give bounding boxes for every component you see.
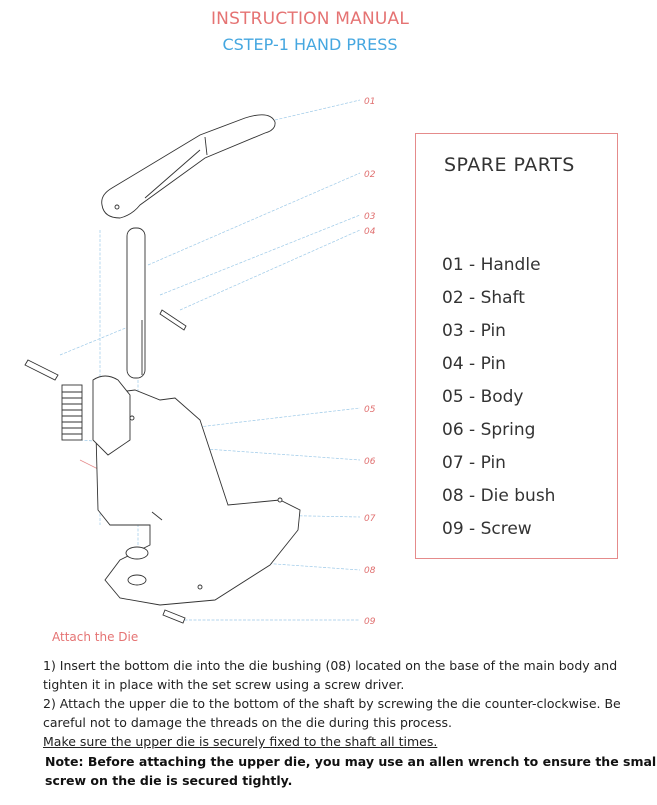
part-item: 02 - Shaft bbox=[442, 288, 525, 308]
section-heading: Attach the Die bbox=[52, 630, 139, 644]
press-parts bbox=[24, 114, 301, 624]
handle bbox=[101, 114, 276, 219]
underlined-warning: Make sure the upper die is securely fixe… bbox=[43, 734, 438, 749]
shaft bbox=[126, 227, 146, 379]
callout-07: 07 bbox=[364, 514, 376, 524]
instruction-line: tighten it in place with the set screw u… bbox=[43, 677, 405, 692]
spare-parts-panel: SPARE PARTS 01 - Handle 02 - Shaft 03 - … bbox=[415, 133, 618, 559]
screw-09 bbox=[162, 609, 186, 624]
part-item: 05 - Body bbox=[442, 387, 524, 407]
product-subtitle: CSTEP-1 HAND PRESS bbox=[222, 35, 398, 54]
instruction-line: 2) Attach the upper die to the bottom of… bbox=[43, 696, 621, 711]
callout-04: 04 bbox=[364, 227, 376, 237]
part-item: 06 - Spring bbox=[442, 420, 536, 440]
part-item: 09 - Screw bbox=[442, 519, 532, 539]
exploded-diagram: 01 02 03 04 05 06 07 08 09 bbox=[24, 97, 376, 627]
part-item: 04 - Pin bbox=[442, 354, 506, 374]
callout-01: 01 bbox=[364, 97, 375, 107]
note-line: screw on the die is secured tightly. bbox=[45, 773, 293, 788]
callout-02: 02 bbox=[364, 170, 376, 180]
callout-labels: 01 02 03 04 05 06 07 08 09 bbox=[364, 97, 376, 627]
pin-03 bbox=[159, 309, 187, 331]
spare-parts-title: SPARE PARTS bbox=[444, 154, 575, 176]
part-item: 07 - Pin bbox=[442, 453, 506, 473]
callout-08: 08 bbox=[364, 566, 376, 576]
callout-09: 09 bbox=[364, 617, 376, 627]
manual-title: INSTRUCTION MANUAL bbox=[210, 9, 410, 29]
part-item: 01 - Handle bbox=[442, 255, 541, 275]
part-item: 03 - Pin bbox=[442, 321, 506, 341]
pin-07 bbox=[151, 511, 163, 521]
spring bbox=[61, 384, 83, 441]
die-bush bbox=[125, 546, 149, 560]
instruction-line: 1) Insert the bottom die into the die bu… bbox=[43, 658, 618, 673]
callout-05: 05 bbox=[364, 405, 376, 415]
callout-06: 06 bbox=[364, 457, 376, 467]
callout-03: 03 bbox=[364, 212, 376, 222]
instruction-line: careful not to damage the threads on the… bbox=[43, 715, 452, 730]
pin-04 bbox=[24, 359, 59, 381]
part-item: 08 - Die bush bbox=[442, 486, 556, 506]
note-line: Note: Before attaching the upper die, yo… bbox=[45, 754, 657, 769]
